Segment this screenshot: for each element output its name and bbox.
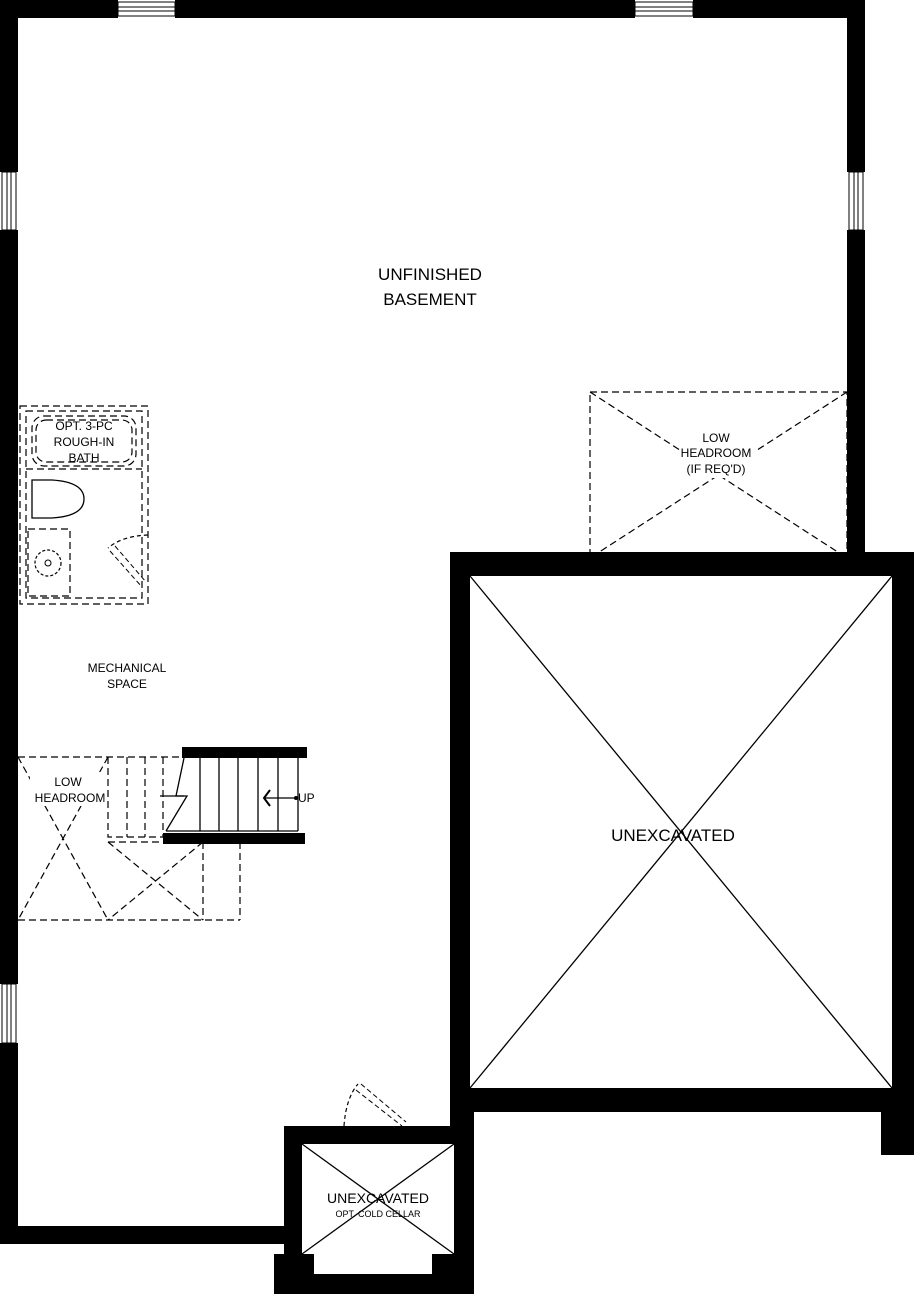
window-left-lower xyxy=(1,983,17,1044)
rough-in-bath: OPT. 3-PC ROUGH-IN BATH xyxy=(19,405,149,605)
cold-cellar-subtitle: OPT. COLD CELLAR xyxy=(335,1209,421,1219)
bath-label-line2: ROUGH-IN xyxy=(54,435,115,449)
mechanical-label-line1: MECHANICAL xyxy=(88,661,167,675)
basement-label-line1: UNFINISHED xyxy=(378,265,482,284)
low-headroom-right-line3: (IF REQ'D) xyxy=(687,462,746,476)
low-headroom-right: LOW HEADROOM (IF REQ'D) xyxy=(589,391,848,559)
cold-cellar: UNEXCAVATED OPT. COLD CELLAR xyxy=(274,1083,474,1294)
basement-label-line2: BASEMENT xyxy=(383,290,477,309)
window-right xyxy=(848,171,864,231)
low-headroom-left-line1: LOW xyxy=(54,775,82,789)
exterior-walls xyxy=(0,0,865,1244)
stair-up-label: UP xyxy=(298,791,315,805)
bath-label-line1: OPT. 3-PC xyxy=(55,419,113,433)
mechanical-label-line2: SPACE xyxy=(107,677,147,691)
low-headroom-right-line1: LOW xyxy=(702,431,730,445)
cold-cellar-title: UNEXCAVATED xyxy=(327,1190,429,1206)
low-headroom-left-line2: HEADROOM xyxy=(35,791,106,805)
unexcavated-main-label: UNEXCAVATED xyxy=(611,826,735,845)
unexcavated-main-area: UNEXCAVATED xyxy=(450,552,914,1155)
low-headroom-right-line2: HEADROOM xyxy=(681,446,752,460)
window-top-right xyxy=(634,1,694,17)
low-headroom-left: LOW HEADROOM xyxy=(17,756,241,921)
staircase: UP xyxy=(160,747,315,844)
window-left-upper xyxy=(1,171,17,231)
bath-label-line3: BATH xyxy=(68,451,99,465)
window-top-left xyxy=(117,1,176,17)
